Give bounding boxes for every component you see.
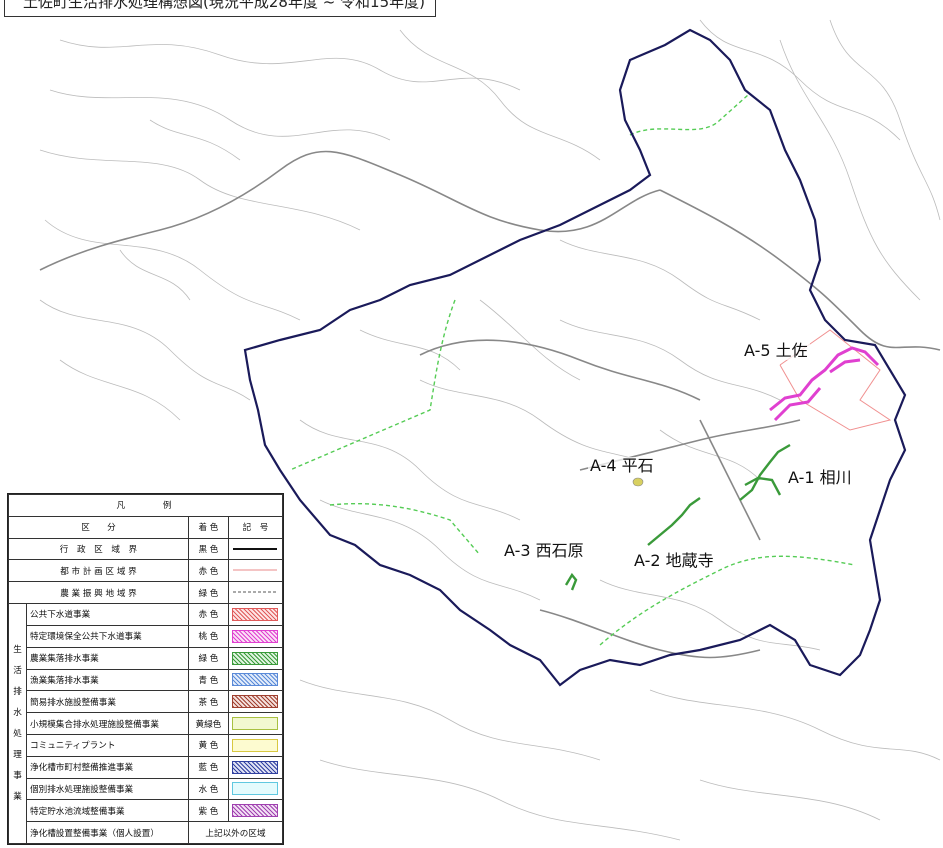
legend-title: 凡 例 [8, 494, 283, 517]
swatch-yellow-green [232, 717, 279, 731]
legend-project-label: 小規模集合排水処理施設整備事業 [26, 712, 189, 735]
legend-project-color: 藍 色 [187, 755, 229, 779]
legend-project-color: 水 色 [187, 777, 229, 801]
legend-color-agri: 緑 色 [187, 581, 229, 605]
symbol-thin-red-line [233, 569, 278, 571]
swatch-purple [232, 804, 279, 818]
legend-col-symbol: 記 号 [227, 515, 284, 539]
label-a4: A-4 平石 [588, 456, 656, 475]
area-a5-pink [769, 346, 880, 422]
admin-boundary [243, 28, 907, 687]
label-a5: A-5 土佐 [742, 341, 810, 360]
area-a2-green [647, 497, 701, 546]
legend-project-label: コミュニティプラント [26, 733, 189, 757]
legend-col-color: 着 色 [187, 515, 229, 539]
area-a4-yellow [632, 477, 644, 487]
legend-project-label: 個別排水処理施設整備事業 [26, 777, 189, 801]
legend-project-color: 赤 色 [187, 603, 229, 626]
label-a1: A-1 相川 [786, 468, 854, 487]
swatch-indigo [232, 760, 279, 774]
swatch-light-blue [232, 782, 279, 796]
swatch-yellow [232, 738, 279, 752]
swatch-pink [232, 629, 279, 643]
legend-project-label: 特定貯水池流域整備事業 [26, 799, 189, 823]
swatch-red [232, 607, 279, 621]
legend-project-color: 茶 色 [187, 690, 229, 714]
legend-project-label: 公共下水道事業 [26, 603, 189, 626]
swatch-brown [232, 695, 279, 709]
area-a1-green [739, 443, 791, 501]
legend-color-admin: 黒 色 [187, 537, 229, 561]
legend-project-color: 桃 色 [187, 624, 229, 648]
symbol-solid-line [233, 547, 278, 550]
legend-project-label: 簡易排水施設整備事業 [26, 690, 189, 714]
legend-table: 凡 例 区 分 着 色 記 号 行 政 区 域 界 黒 色 都 市 計 画 区 … [8, 494, 284, 844]
legend-color-cityplan: 赤 色 [187, 559, 229, 583]
legend-last-label: 浄化槽設置整備事業（個人設置） [26, 821, 189, 844]
label-a2: A-2 地蔵寺 [632, 551, 716, 570]
map-title: 土佐町生活排水処理構想図(現況平成28年度 ~ 令和15年度) [4, 0, 436, 17]
legend-project-label: 農業集落排水事業 [26, 646, 189, 670]
legend-row-agri: 農 業 振 興 地 域 界 [8, 581, 189, 605]
legend-project-label: 浄化槽市町村整備推進事業 [26, 755, 189, 779]
label-a3: A-3 西石原 [502, 541, 586, 560]
agri-boundary [289, 94, 856, 646]
legend-panel: 凡 例 区 分 着 色 記 号 行 政 区 域 界 黒 色 都 市 計 画 区 … [7, 493, 284, 845]
legend-group-label: 生 活 排 水 処 理 事 業 [8, 603, 27, 844]
area-green [564, 443, 791, 591]
symbol-dashed-line [233, 591, 278, 593]
terrain-lines [39, 19, 941, 841]
area-a3-green [564, 572, 578, 591]
legend-project-color: 緑 色 [187, 646, 229, 670]
legend-row-admin: 行 政 区 域 界 [8, 537, 189, 561]
legend-project-color: 黄 色 [187, 733, 229, 757]
legend-project-color: 青 色 [187, 668, 229, 692]
city-plan-boundary [779, 329, 892, 431]
legend-project-color: 紫 色 [187, 799, 229, 823]
legend-col-category: 区 分 [8, 515, 189, 539]
legend-last-note: 上記以外の区域 [187, 821, 284, 844]
legend-row-cityplan: 都 市 計 画 区 域 界 [8, 559, 189, 583]
legend-project-color: 黄緑色 [187, 712, 229, 735]
swatch-green [232, 651, 279, 665]
legend-project-label: 漁業集落排水事業 [26, 668, 189, 692]
swatch-blue [232, 673, 279, 687]
legend-project-label: 特定環境保全公共下水道事業 [26, 624, 189, 648]
road-lines [39, 150, 941, 659]
